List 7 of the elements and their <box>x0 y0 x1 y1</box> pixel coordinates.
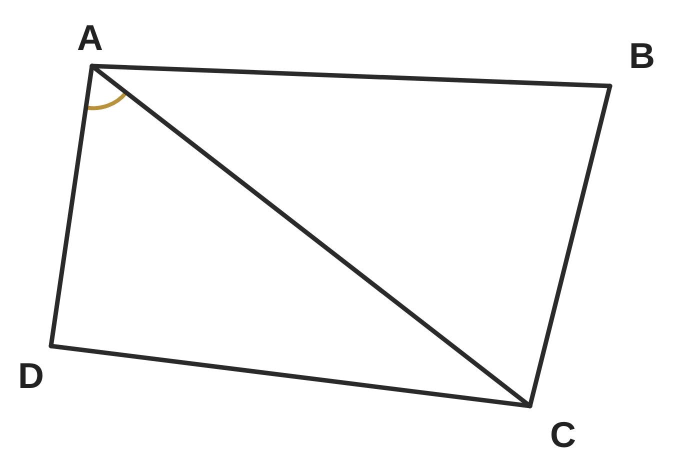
line-segment <box>90 64 532 408</box>
line-segment <box>528 84 612 408</box>
line-segment <box>48 64 94 348</box>
vertex-label: D <box>17 358 45 394</box>
vertex-label: A <box>76 20 104 56</box>
vertex-label: B <box>628 38 656 74</box>
vertex-label: C <box>549 417 577 453</box>
